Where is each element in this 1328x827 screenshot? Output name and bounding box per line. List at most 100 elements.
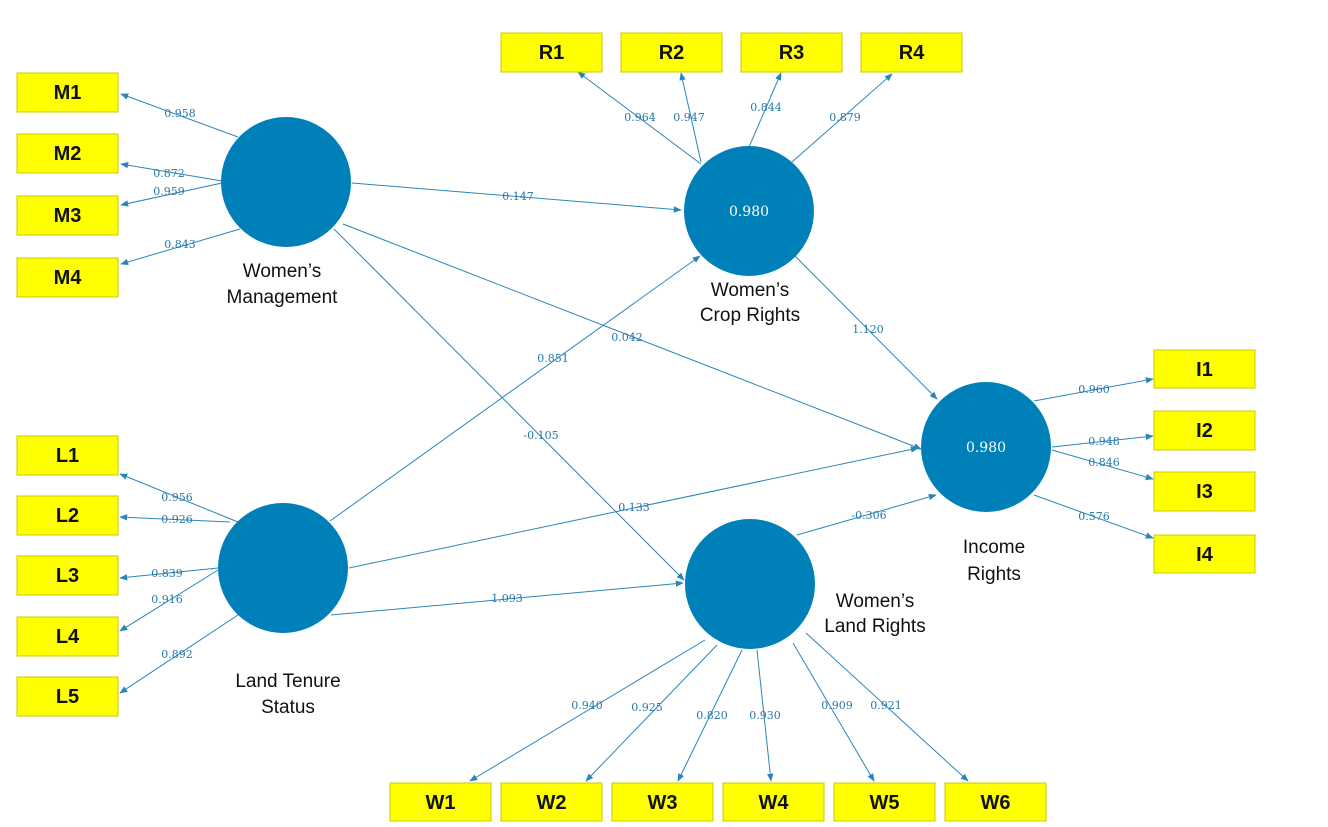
loading-l3: 0.839	[151, 567, 183, 580]
landrights-name-line1: Women’s	[836, 591, 915, 612]
management-name-line2: Management	[227, 287, 339, 308]
indicator-r2: R2	[620, 32, 723, 73]
loading-w1: 0.940	[571, 699, 603, 712]
indicator-r1: R1	[500, 32, 603, 73]
indicator-w5: W5	[833, 782, 936, 822]
loading-i2: 0.948	[1088, 435, 1120, 448]
indicator-label: R4	[899, 42, 925, 64]
structural-paths	[329, 182, 938, 616]
coef-management-landrights: -0.105	[523, 429, 558, 442]
edge-r3	[748, 72, 782, 148]
indicator-i1: I1	[1153, 349, 1256, 389]
loading-m4: 0.843	[164, 238, 196, 251]
indicator-label: L5	[56, 686, 79, 708]
indicator-label: I4	[1196, 544, 1214, 566]
indicator-w4: W4	[722, 782, 825, 822]
coef-management-crop: 0.147	[502, 190, 534, 203]
indicator-label: M2	[54, 143, 82, 165]
construct-womens-crop-rights: 0.980	[684, 146, 814, 276]
loading-i1: 0.960	[1078, 383, 1110, 396]
edge-l2	[119, 514, 231, 523]
path-landrights-income	[796, 493, 937, 536]
path-crop-income	[794, 255, 938, 400]
loading-m3: 0.959	[153, 185, 185, 198]
edge-w5	[792, 642, 875, 782]
coef-crop-income: 1.120	[852, 323, 884, 336]
indicator-i3: I3	[1153, 471, 1256, 512]
edge-l3	[119, 567, 219, 581]
edge-m2	[120, 162, 223, 182]
indicator-m3: M3	[16, 195, 119, 236]
edge-i2	[1051, 433, 1154, 448]
indicator-label: L1	[56, 445, 79, 467]
path-tenure-income	[348, 446, 919, 569]
indicator-label: I2	[1196, 420, 1213, 442]
loading-w5: 0.909	[821, 699, 853, 712]
loading-i3: 0.846	[1088, 456, 1120, 469]
construct-land-tenure-status	[218, 503, 348, 633]
edge-i4	[1033, 494, 1154, 539]
path-labels: 0.147 0.042 -0.105 0.851 0.133 1.093 1.1…	[491, 190, 886, 605]
coef-management-income: 0.042	[611, 331, 643, 344]
edge-w3	[677, 649, 743, 782]
indicator-r3: R3	[740, 32, 843, 73]
indicator-label: R3	[779, 42, 805, 64]
loading-w2: 0.925	[631, 701, 663, 714]
path-management-crop	[351, 182, 682, 213]
indicator-label: I3	[1196, 481, 1213, 503]
edge-i1	[1033, 377, 1154, 402]
coef-tenure-income: 0.133	[618, 501, 650, 514]
tenure-name-line1: Land Tenure	[235, 671, 340, 692]
indicator-label: W5	[870, 792, 900, 814]
indicator-l2: L2	[16, 495, 119, 536]
loading-labels: 0.958 0.872 0.959 0.843 0.964 0.947 0.84…	[151, 101, 1120, 722]
indicator-i2: I2	[1153, 410, 1256, 451]
indicator-l3: L3	[16, 555, 119, 596]
landrights-name-line2: Land Rights	[824, 616, 925, 637]
edge-m4	[120, 228, 241, 266]
indicator-label: L2	[56, 505, 79, 527]
path-tenure-crop	[329, 255, 701, 522]
coef-tenure-crop: 0.851	[537, 352, 569, 365]
edge-m1	[120, 93, 239, 138]
construct-income-rights: 0.980	[921, 382, 1051, 512]
loading-l4: 0.916	[151, 593, 183, 606]
indicator-m2: M2	[16, 133, 119, 174]
edge-r4	[791, 73, 893, 163]
loading-l1: 0.956	[161, 491, 193, 504]
edge-w6	[805, 632, 969, 782]
edge-m3	[120, 182, 223, 207]
income-name-line2: Rights	[967, 564, 1021, 585]
loading-r3: 0.844	[750, 101, 782, 114]
indicator-label: I1	[1196, 359, 1213, 381]
management-name-line1: Women’s	[243, 261, 322, 282]
indicator-w2: W2	[500, 782, 603, 822]
edge-w4	[756, 649, 774, 782]
path-management-landrights	[333, 228, 685, 581]
loading-l5: 0.892	[161, 648, 193, 661]
edge-i3	[1051, 449, 1154, 481]
indicator-m4: M4	[16, 257, 119, 298]
loading-m1: 0.958	[164, 107, 196, 120]
loading-edges	[119, 71, 1154, 782]
construct-womens-land-rights	[685, 519, 815, 649]
indicator-label: L3	[56, 565, 79, 587]
path-management-income	[342, 223, 922, 450]
indicator-w1: W1	[389, 782, 492, 822]
indicator-label: L4	[56, 626, 80, 648]
edge-r2	[679, 72, 702, 163]
indicator-label: R1	[539, 42, 565, 64]
indicator-label: M4	[54, 267, 83, 289]
income-name-line1: Income	[963, 537, 1025, 558]
construct-womens-management	[221, 117, 351, 247]
constructs: 0.980 0.980	[218, 117, 1051, 649]
indicator-label: W4	[759, 792, 790, 814]
edge-r1	[577, 71, 702, 165]
indicator-l5: L5	[16, 676, 119, 717]
loading-w3: 0.820	[696, 709, 728, 722]
path-tenure-landrights	[330, 580, 684, 616]
loading-i4: 0.576	[1078, 510, 1110, 523]
indicator-m1: M1	[16, 72, 119, 113]
construct-r2: 0.980	[729, 204, 769, 220]
